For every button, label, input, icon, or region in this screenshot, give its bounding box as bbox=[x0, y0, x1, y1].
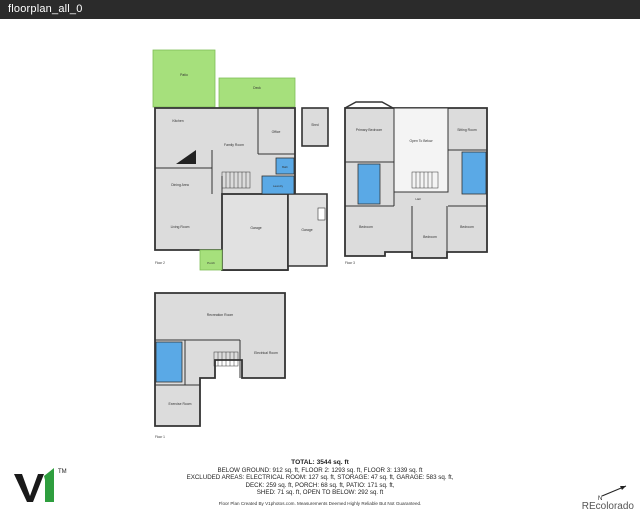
floor-1-stairs bbox=[213, 351, 239, 367]
exercise-room-label: Exercise Room bbox=[169, 402, 192, 406]
bedroom-a-label: Bedroom bbox=[359, 225, 373, 229]
deck-area bbox=[218, 77, 296, 108]
electrical-room-label: Electrical Room bbox=[254, 351, 278, 355]
lower-bath-area bbox=[155, 341, 183, 383]
total-area: TOTAL: 3544 sq. ft bbox=[291, 459, 349, 466]
primary-bath-area bbox=[357, 163, 381, 205]
compass-icon: N bbox=[598, 485, 627, 502]
porch-label: Porch bbox=[207, 261, 215, 265]
floor-2-interior-walls bbox=[155, 108, 295, 194]
floor-3-plan: Primary Bedroom Open To Below Sitting Ro… bbox=[344, 101, 488, 265]
floor-2-plan: Patio Deck Shed Kitchen Family Room Offi… bbox=[152, 49, 329, 271]
area-summary: TOTAL: 3544 sq. ft BELOW GROUND: 912 sq.… bbox=[150, 459, 490, 497]
floor-1-outline bbox=[154, 292, 286, 427]
laundry-label: Laundry bbox=[273, 184, 284, 188]
recolorado-watermark: REcolorado bbox=[581, 501, 634, 512]
garage-side-area bbox=[287, 193, 328, 267]
summary-line-2: EXCLUDED AREAS: ELECTRICAL ROOM: 127 sq.… bbox=[186, 474, 454, 482]
shed-area bbox=[301, 107, 329, 147]
garage-main-label: Garage bbox=[250, 226, 261, 230]
floor-2-stairs bbox=[221, 171, 251, 189]
garage-main-area bbox=[221, 193, 289, 271]
living-room-label: Living Room bbox=[171, 225, 190, 229]
dining-area-label: Dining Area bbox=[171, 183, 189, 187]
credit-line: Floor Plan Created By V1photos.com. Meas… bbox=[218, 501, 422, 506]
deck-label: Deck bbox=[253, 86, 261, 90]
compass-letter: N bbox=[598, 496, 602, 502]
patio-label: Patio bbox=[180, 73, 188, 77]
floor-1-level-label: Floor 1 bbox=[155, 435, 165, 439]
primary-bay-window bbox=[344, 101, 394, 109]
open-to-below-area bbox=[393, 107, 449, 193]
summary-line-4: SHED: 71 sq. ft, OPEN TO BELOW: 292 sq. … bbox=[256, 489, 384, 497]
laundry-area bbox=[261, 175, 295, 195]
floor-2-level-label: Floor 2 bbox=[155, 261, 165, 265]
bedroom-b-label: Bedroom bbox=[423, 235, 437, 239]
bath-area bbox=[275, 157, 295, 175]
primary-bedroom-label: Primary Bedroom bbox=[356, 128, 383, 132]
office-label: Office bbox=[272, 130, 281, 134]
hall-label: Hall bbox=[415, 197, 421, 201]
open-to-below-label: Open To Below bbox=[410, 139, 433, 143]
floor-3-stairs bbox=[411, 171, 439, 189]
floor-1-interior-walls bbox=[155, 339, 241, 386]
family-room-label: Family Room bbox=[224, 143, 244, 147]
logo-tm: TM bbox=[58, 469, 67, 475]
floor-3-interior-walls bbox=[345, 108, 487, 252]
floor-2-stair-opening bbox=[176, 150, 196, 164]
kitchen-label: Kitchen bbox=[172, 119, 183, 123]
summary-line-3: DECK: 259 sq. ft, PORCH: 68 sq. ft, PATI… bbox=[245, 481, 395, 489]
porch-area bbox=[199, 249, 223, 271]
patio-area bbox=[152, 49, 216, 108]
v1-logo: TM bbox=[14, 468, 67, 502]
garage-side-label: Garage bbox=[301, 228, 312, 232]
title-bar: floorplan_all_0 bbox=[0, 0, 640, 19]
floor-1-plan: Recreation Room Electrical Room Exercise… bbox=[154, 292, 286, 439]
shed-label: Shed bbox=[311, 123, 319, 127]
hall-bath-area bbox=[461, 151, 487, 195]
summary-line-1: BELOW GROUND: 912 sq. ft, FLOOR 2: 1293 … bbox=[217, 466, 423, 474]
bath-label: Bath bbox=[282, 165, 288, 169]
sitting-room-label: Sitting Room bbox=[457, 128, 477, 132]
image-title: floorplan_all_0 bbox=[8, 3, 83, 15]
bedroom-c-label: Bedroom bbox=[460, 225, 474, 229]
floor-3-level-label: Floor 3 bbox=[345, 261, 355, 265]
garage-fixture bbox=[317, 207, 326, 221]
recreation-room-label: Recreation Room bbox=[207, 313, 234, 317]
